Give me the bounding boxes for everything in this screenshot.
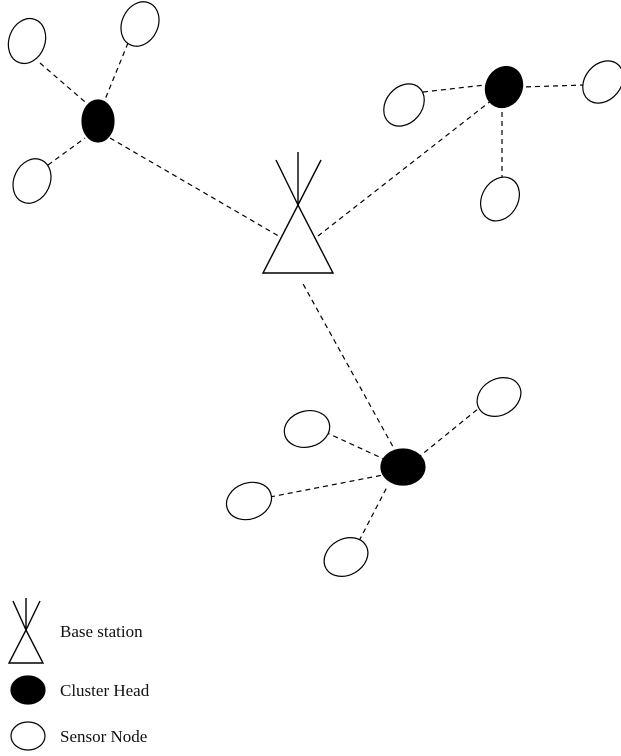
legend-sensor-node-icon <box>10 721 46 751</box>
sensor-node-s4 <box>383 83 425 127</box>
legend-sensor-node-label: Sensor Node <box>60 727 147 746</box>
link-ch1-bs <box>109 137 283 239</box>
legend-base-station-label: Base station <box>60 622 143 641</box>
base-station-antenna-left <box>275 159 299 206</box>
base-station-icon <box>261 203 335 274</box>
legend-base-station-icon <box>7 628 45 664</box>
sensor-node-s10 <box>323 537 369 577</box>
sensor-node-s9 <box>225 481 273 521</box>
cluster-head-ch1 <box>81 99 115 143</box>
cluster-head-ch3 <box>380 448 426 486</box>
sensor-nodes <box>7 1 621 577</box>
legend: Base station Cluster Head Sensor Node <box>7 598 150 751</box>
legend-item-cluster-head: Cluster Head <box>10 675 150 705</box>
sensor-node-s3 <box>12 158 52 204</box>
link-s3-ch1 <box>47 137 86 166</box>
legend-cluster-head-icon <box>10 675 46 705</box>
link-s5-ch2 <box>521 84 586 88</box>
legend-item-sensor-node: Sensor Node <box>10 721 147 751</box>
legend-base-station-antenna-left <box>12 600 27 631</box>
backbone-links <box>109 99 493 455</box>
sensor-node-s6 <box>480 176 520 222</box>
cluster-heads <box>81 65 524 486</box>
sensor-node-s1 <box>7 17 47 65</box>
link-s1-ch1 <box>39 62 93 109</box>
link-s10-ch3 <box>358 486 388 542</box>
base-station <box>261 152 335 274</box>
link-s4-ch2 <box>422 84 486 93</box>
sensor-node-s5 <box>582 60 621 104</box>
cluster-head-ch2 <box>484 65 524 109</box>
legend-base-station-antenna-right <box>25 600 41 631</box>
link-ch3-bs <box>301 281 398 455</box>
sensor-node-s2 <box>120 1 160 47</box>
link-s2-ch1 <box>103 42 129 103</box>
legend-item-base-station: Base station <box>7 598 143 664</box>
sensor-node-s8 <box>476 377 522 417</box>
sensor-node-s7 <box>283 410 331 448</box>
link-s7-ch3 <box>324 431 387 461</box>
link-ch2-bs <box>317 99 493 237</box>
link-s8-ch3 <box>419 403 485 457</box>
link-s9-ch3 <box>269 474 384 498</box>
base-station-antenna-right <box>297 159 322 206</box>
legend-cluster-head-label: Cluster Head <box>60 681 150 700</box>
cluster-links <box>39 42 586 542</box>
